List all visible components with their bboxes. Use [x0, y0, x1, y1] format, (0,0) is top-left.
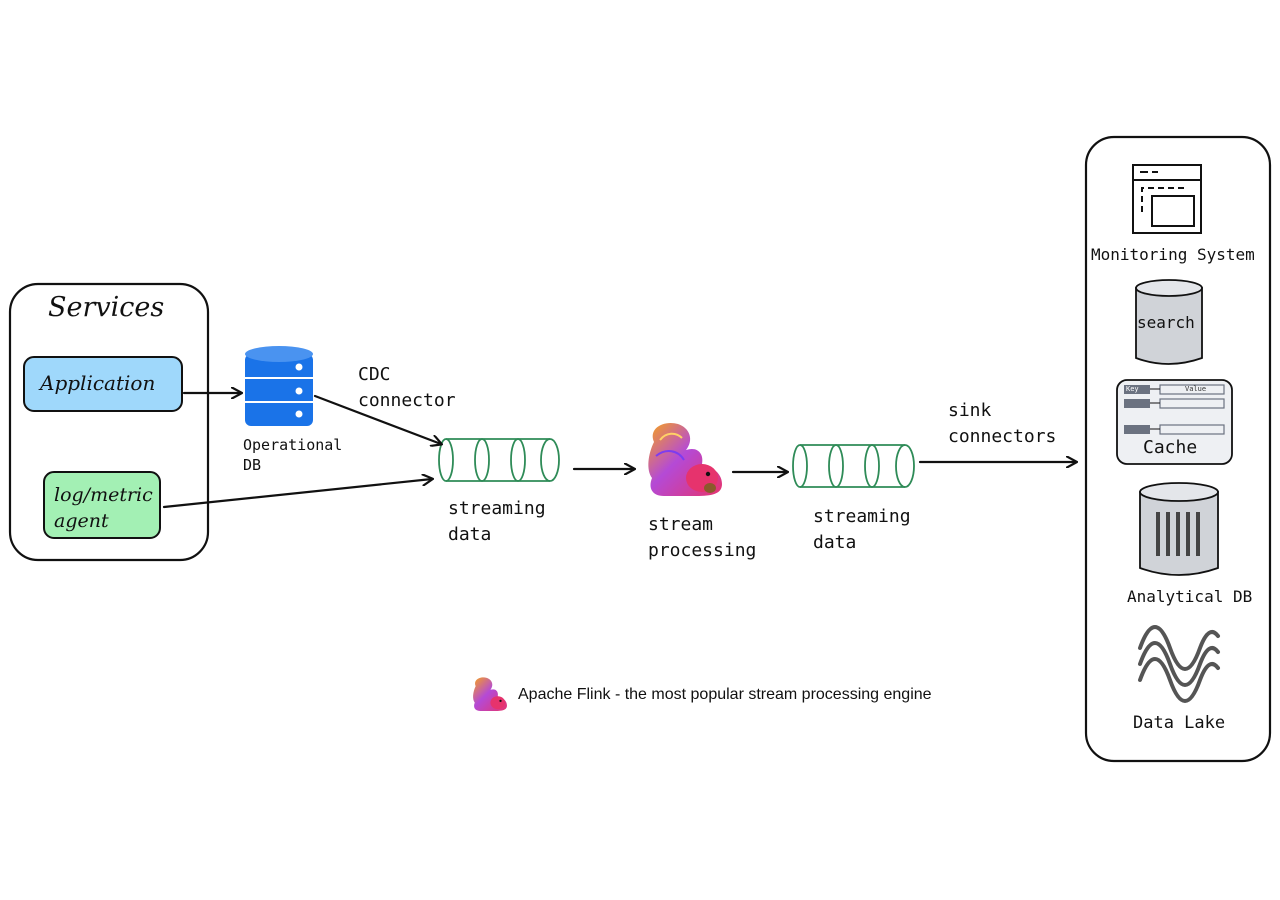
flink-caption: Apache Flink - the most popular stream p… [518, 686, 932, 703]
application-label[interactable]: Application [40, 371, 156, 395]
analytical-db-label: Analytical DB [1127, 587, 1253, 606]
agent-label[interactable]: log/metric agent [54, 484, 153, 532]
data-lake-icon [1138, 625, 1220, 703]
monitoring-system-icon [1132, 164, 1202, 234]
monitoring-system-label: Monitoring System [1091, 245, 1255, 264]
arrow-db-to-streaming [313, 394, 441, 444]
cache-icon [1116, 379, 1233, 465]
operational-db-label: Operational DB [243, 436, 343, 474]
search-icon [1135, 279, 1203, 365]
analytical-db-icon [1139, 482, 1219, 576]
flink-legend-icon [473, 677, 507, 711]
cdc-connector-label: CDC connector [358, 364, 456, 411]
cache-label: Cache [1143, 437, 1198, 458]
application-box[interactable] [23, 356, 183, 412]
stream-processing-label: stream processing [648, 514, 757, 561]
search-label: search [1137, 313, 1195, 332]
streaming-data-1-label: streaming data [448, 498, 546, 545]
services-container [8, 282, 210, 562]
cache-value-label: Value [1185, 385, 1207, 393]
streaming-data-2-label: streaming data [813, 506, 911, 553]
operational-db-icon [245, 346, 313, 426]
services-title: Services [48, 292, 165, 323]
streaming-data-pipe-2-icon [792, 444, 915, 488]
sink-connectors-label: sink connectors [948, 400, 1057, 447]
agent-box[interactable] [43, 471, 161, 539]
sinks-container [1084, 135, 1272, 763]
cache-key-label: Key [1126, 385, 1139, 393]
arrow-agent-to-streaming [162, 479, 432, 509]
flink-squirrel-icon [648, 422, 722, 496]
data-lake-label: Data Lake [1133, 713, 1226, 733]
streaming-data-pipe-1-icon [438, 438, 560, 482]
